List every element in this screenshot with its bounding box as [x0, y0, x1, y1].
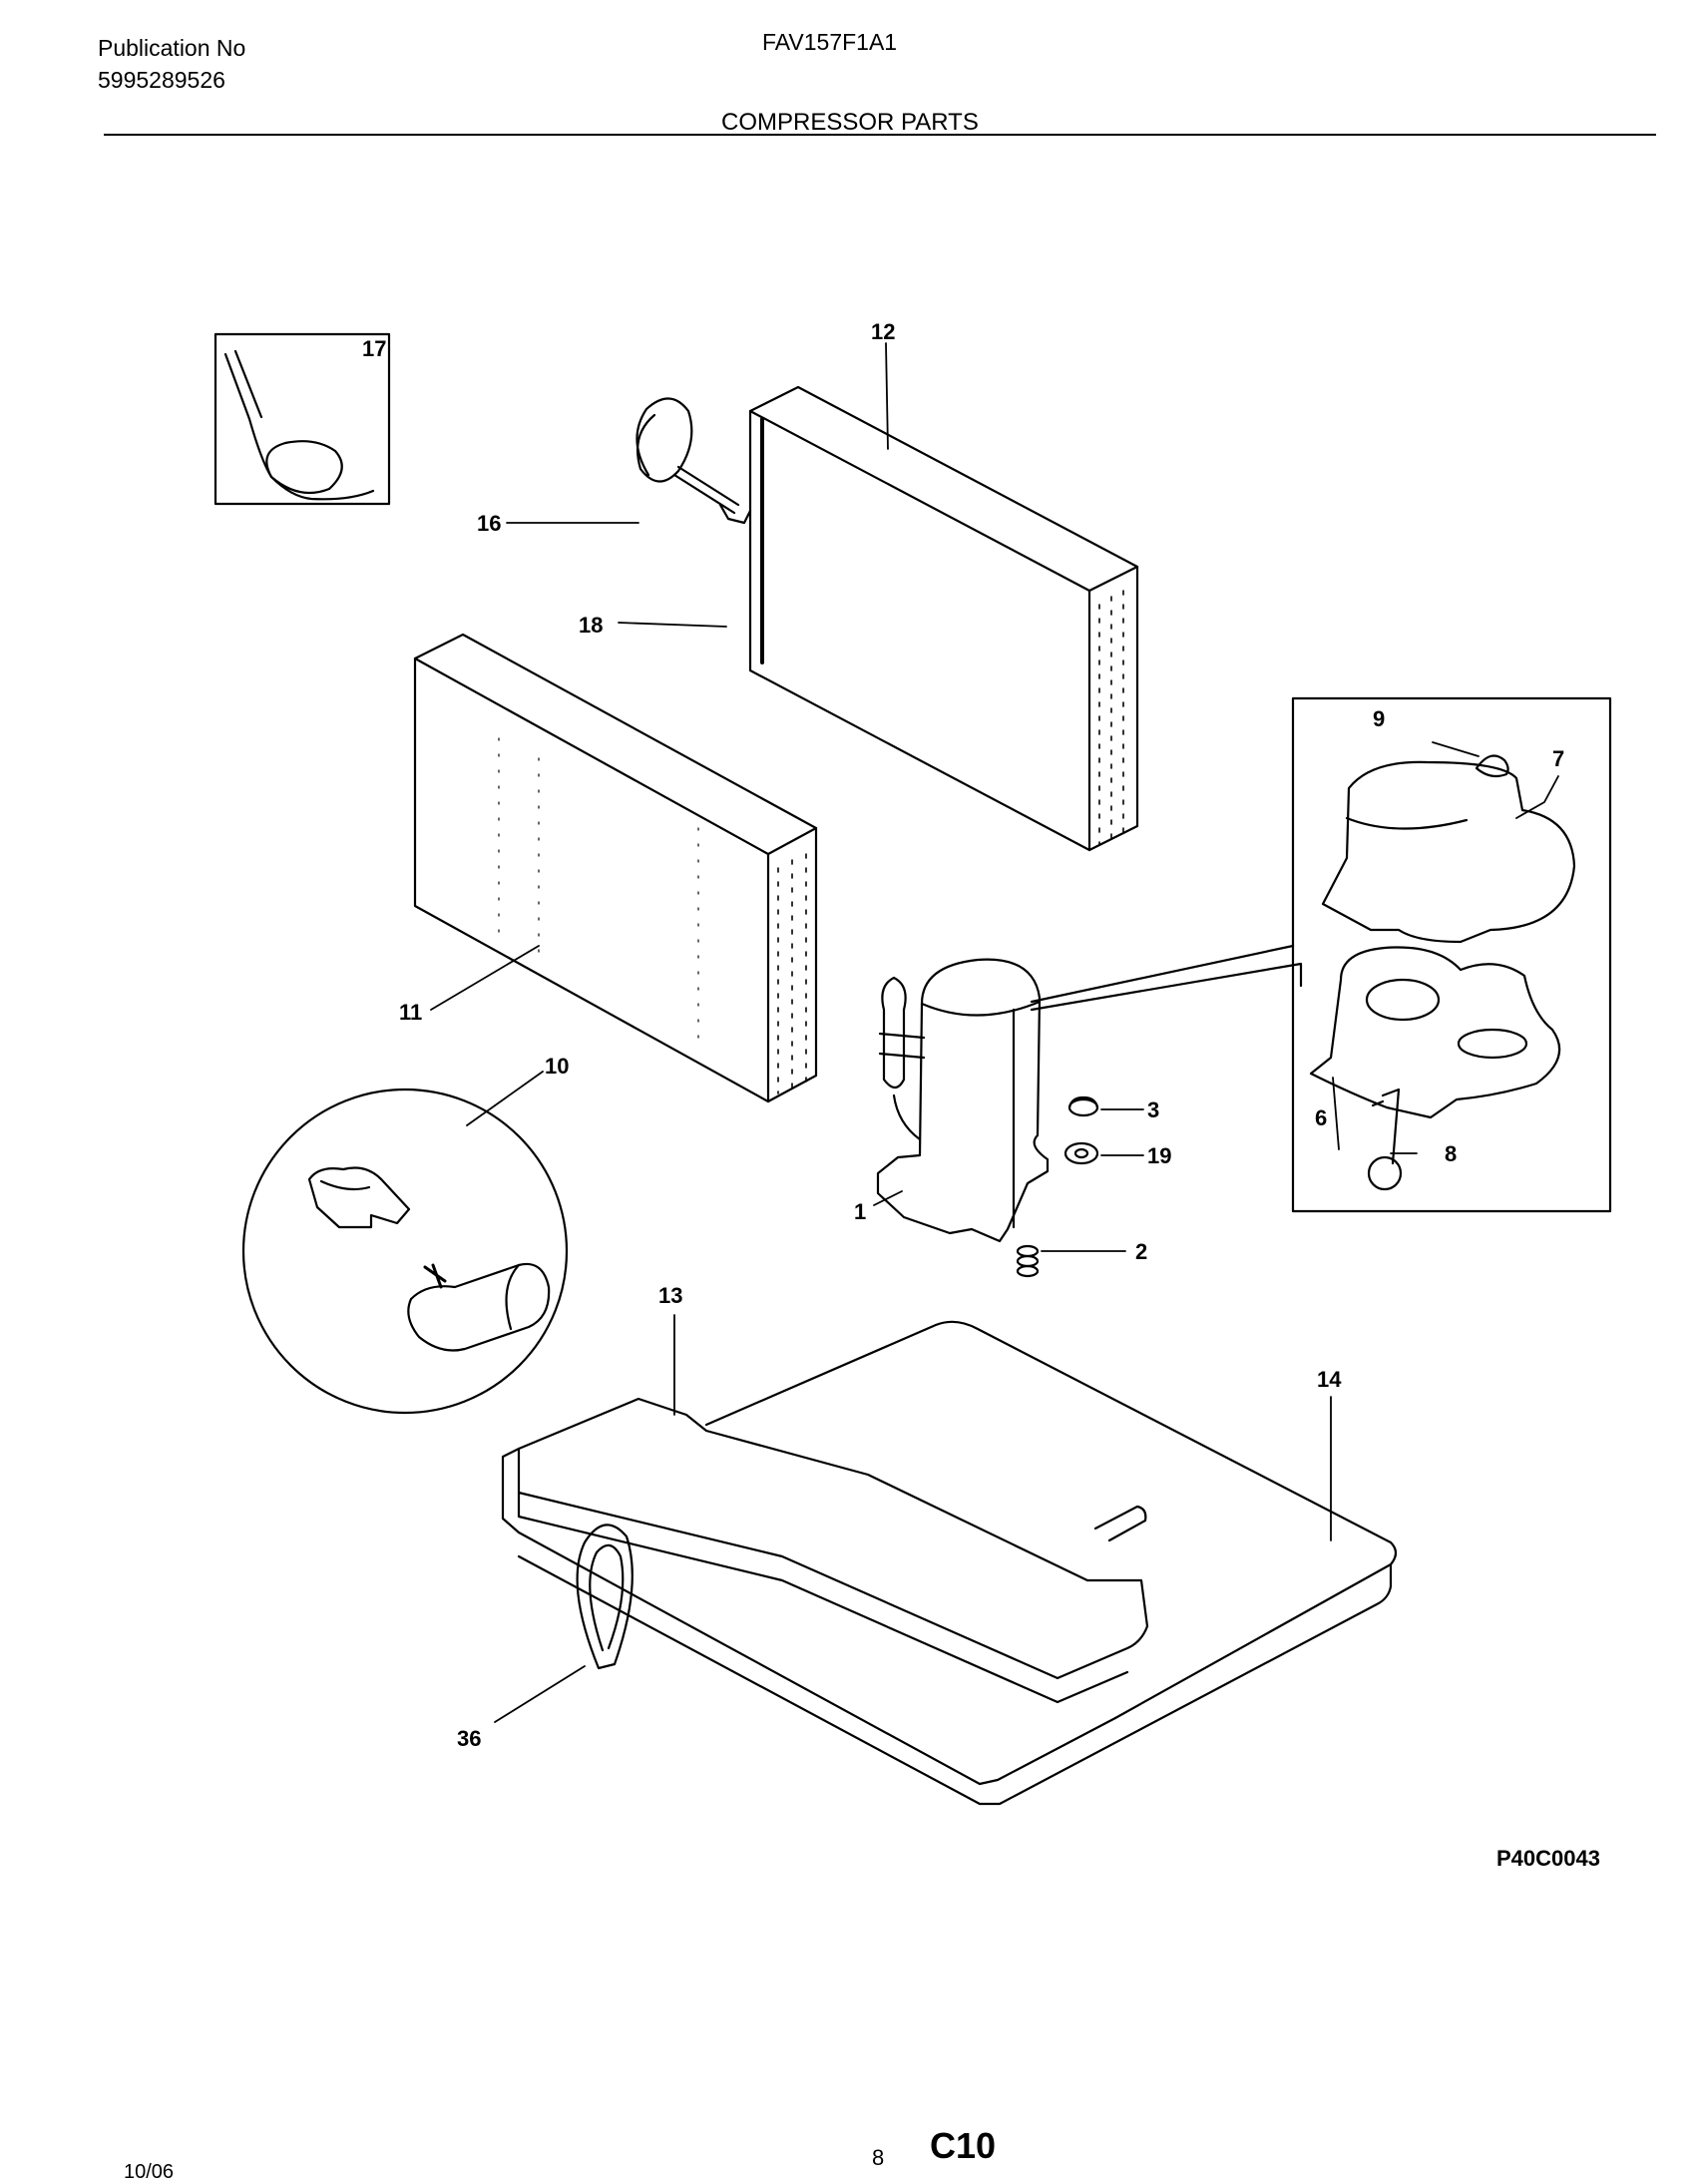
callout-18: 18: [579, 613, 603, 638]
callout-17: 17: [362, 336, 386, 361]
callout-8: 8: [1445, 1141, 1457, 1166]
part-17-capillary-tube-inset: [213, 332, 391, 506]
header-rule: [104, 134, 1656, 136]
model-number: FAV157F1A1: [762, 29, 898, 55]
part-36-hanger-loop: [576, 1524, 634, 1670]
callout-9: 9: [1373, 706, 1385, 731]
part-14-base-pan: [501, 1320, 1398, 1806]
callout-7: 7: [1552, 746, 1564, 771]
callout-11: 11: [399, 1000, 422, 1025]
part-2-spring: [1016, 1244, 1040, 1278]
callout-36: 36: [457, 1726, 481, 1751]
callout-14: 14: [1317, 1367, 1342, 1392]
callout-19: 19: [1147, 1143, 1171, 1168]
part-11-evaporator-coil: [413, 633, 818, 1103]
section-title: COMPRESSOR PARTS: [721, 109, 979, 136]
part-19-washer: [1063, 1141, 1099, 1165]
callout-6: 6: [1315, 1105, 1327, 1130]
callout-13: 13: [658, 1283, 682, 1308]
part-12-condenser-coil: [748, 385, 1139, 852]
callout-16: 16: [477, 511, 501, 536]
callout-1: 1: [854, 1199, 866, 1224]
page-number: 8: [872, 2145, 885, 2170]
parts-group-6-7-8-9-box: [1030, 696, 1612, 1213]
publication-label: Publication No: [98, 35, 246, 61]
leader-lines: [430, 342, 1559, 1723]
publication-number: 5995289526: [98, 67, 225, 93]
callout-10: 10: [545, 1054, 569, 1079]
part-1-compressor: [876, 958, 1050, 1243]
section-code: C10: [930, 2125, 997, 2166]
part-10-mount-detail: [241, 1088, 569, 1415]
callout-12: 12: [871, 319, 895, 344]
callout-2: 2: [1135, 1239, 1147, 1264]
part-3-grommet: [1067, 1095, 1099, 1117]
part-16-coiled-tube: [636, 397, 752, 525]
callout-3: 3: [1147, 1097, 1159, 1122]
drawing-code: P40C0043: [1496, 1846, 1600, 1871]
part-13-drain-pan: [517, 1397, 1149, 1704]
